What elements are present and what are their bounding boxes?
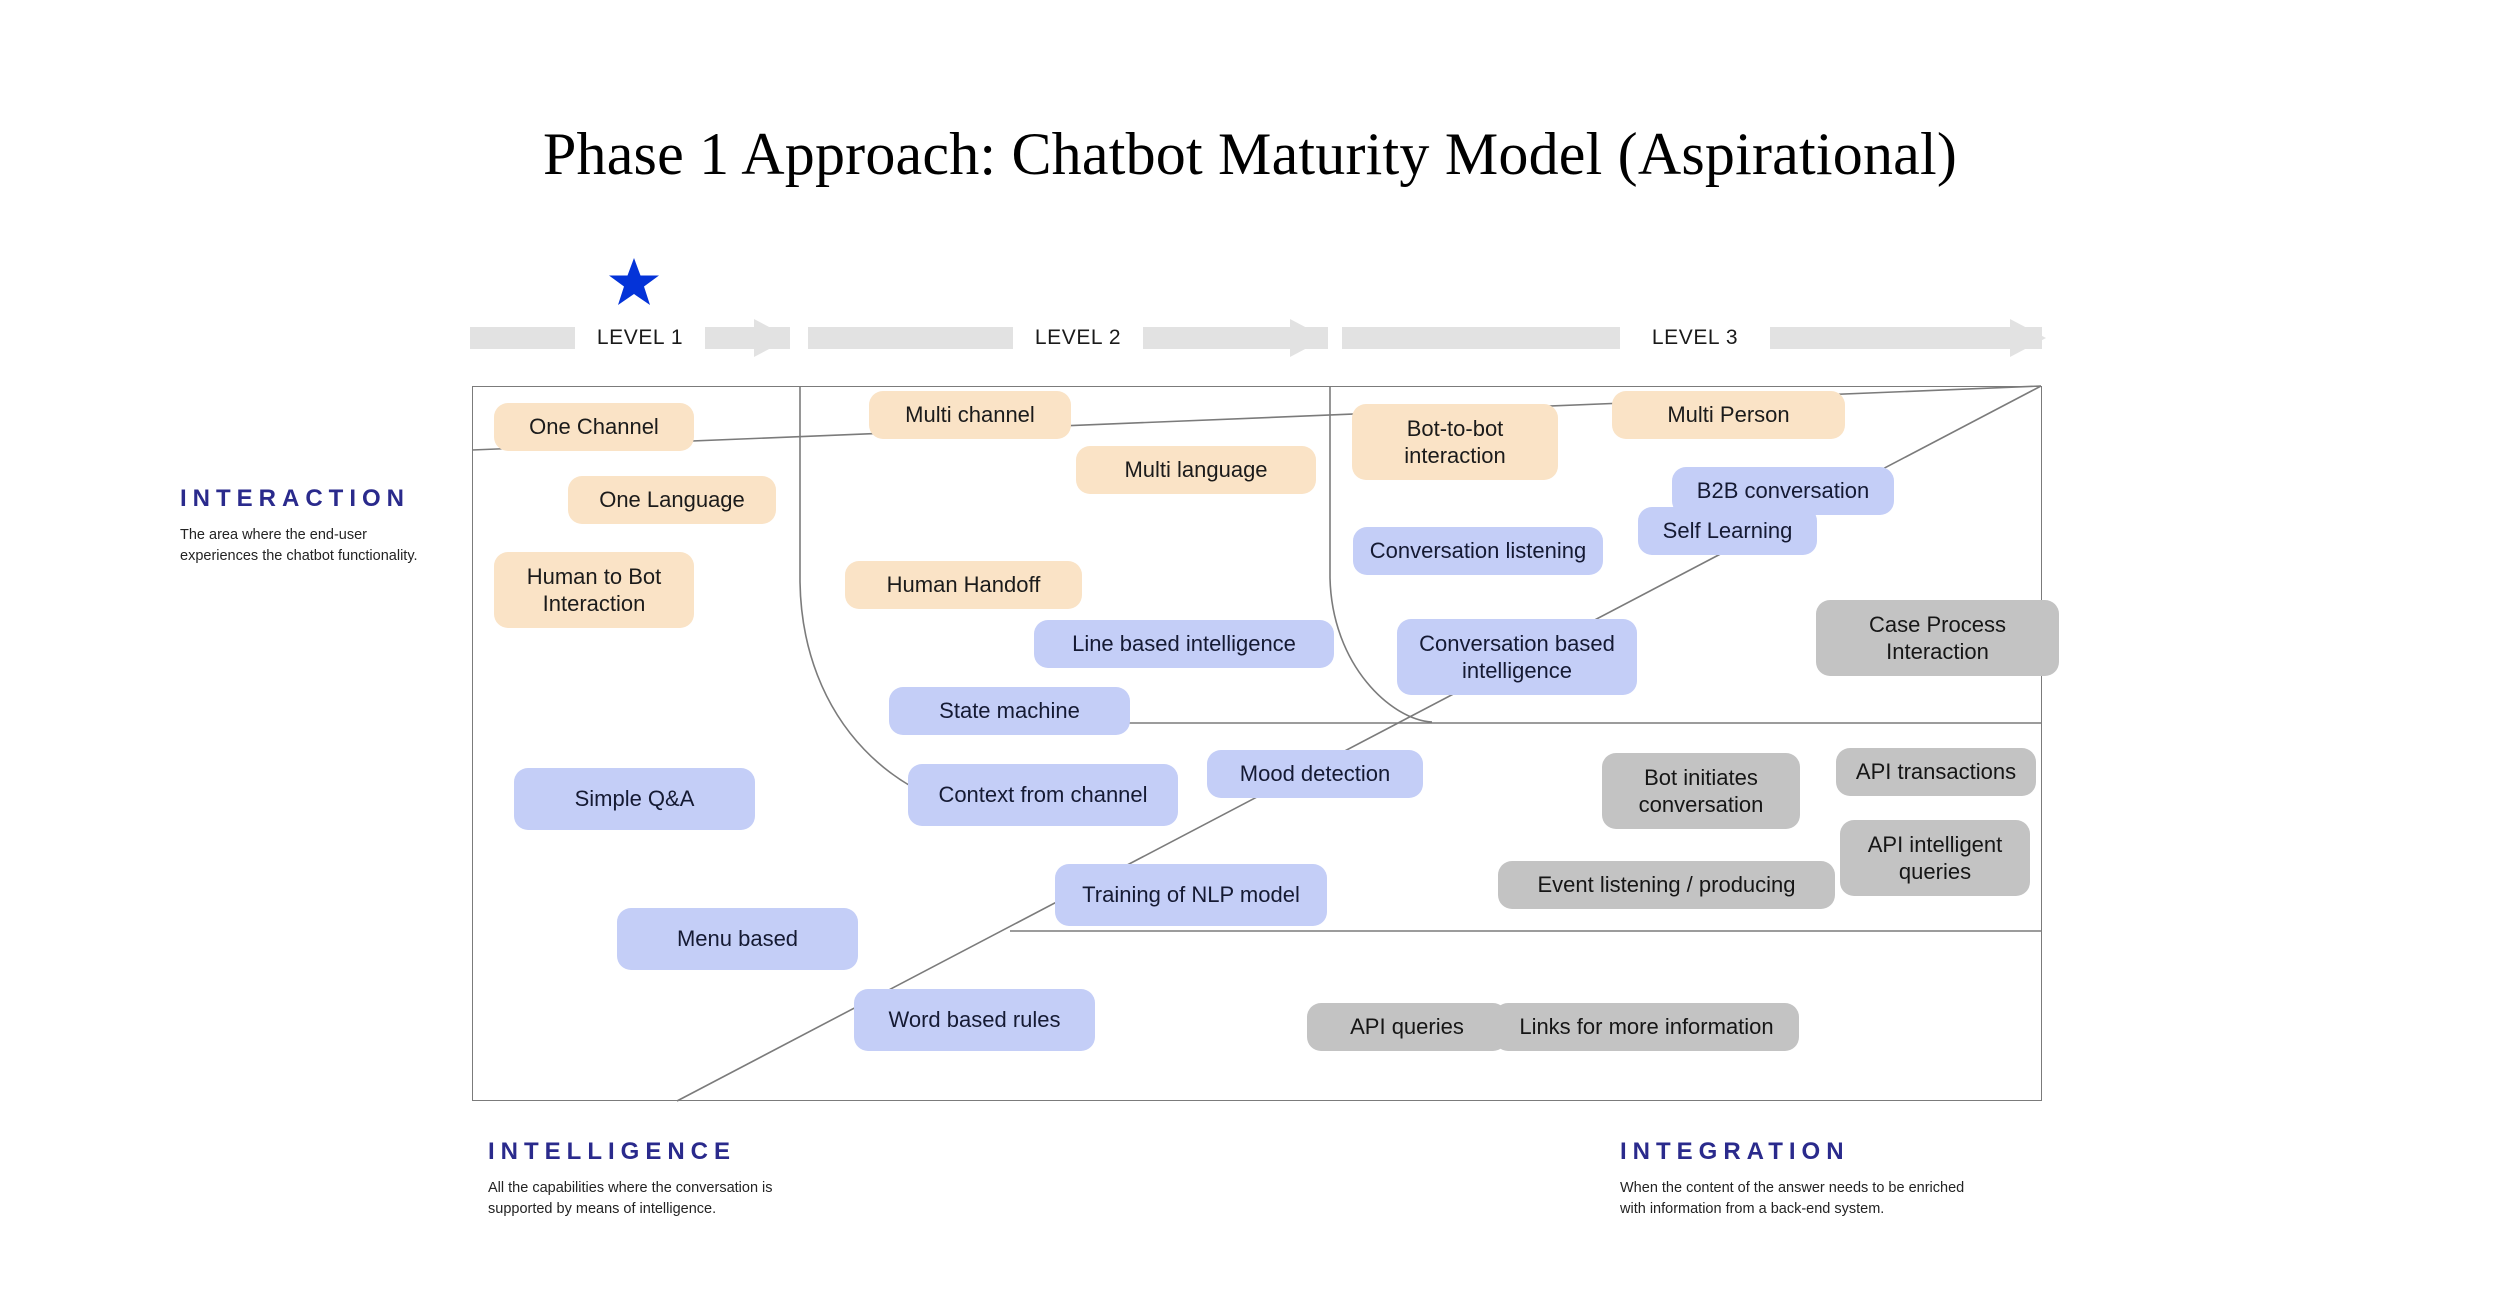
capability-pill[interactable]: Bot initiates conversation bbox=[1602, 753, 1800, 829]
caption-intelligence: INTELLIGENCE All the capabilities where … bbox=[488, 1138, 908, 1219]
capability-pill[interactable]: Human to Bot Interaction bbox=[494, 552, 694, 628]
capability-pill[interactable]: Human Handoff bbox=[845, 561, 1082, 609]
capability-pill[interactable]: Training of NLP model bbox=[1055, 864, 1327, 926]
capability-pill[interactable]: API queries bbox=[1307, 1003, 1507, 1051]
page-title: Phase 1 Approach: Chatbot Maturity Model… bbox=[542, 121, 1958, 187]
capability-pill[interactable]: Word based rules bbox=[854, 989, 1095, 1051]
caption-intelligence-title: INTELLIGENCE bbox=[488, 1138, 737, 1165]
level-3-band-tail bbox=[1742, 327, 2042, 349]
capability-pill[interactable]: Event listening / producing bbox=[1498, 861, 1835, 909]
level-2-label: LEVEL 2 bbox=[1013, 326, 1143, 350]
level-2-arrowhead bbox=[1290, 319, 1326, 357]
capability-pill[interactable]: One Language bbox=[568, 476, 776, 524]
capability-pill[interactable]: Line based intelligence bbox=[1034, 620, 1334, 668]
capability-pill[interactable]: Mood detection bbox=[1207, 750, 1423, 798]
capability-pill[interactable]: Conversation listening bbox=[1353, 527, 1603, 575]
capability-pill[interactable]: Links for more information bbox=[1494, 1003, 1799, 1051]
caption-interaction-title: INTERACTION bbox=[180, 485, 410, 512]
caption-integration-desc: When the content of the answer needs to … bbox=[1620, 1180, 1965, 1217]
caption-integration-title: INTEGRATION bbox=[1620, 1138, 1850, 1165]
level-3-label: LEVEL 3 bbox=[1620, 326, 1770, 350]
capability-pill[interactable]: Multi Person bbox=[1612, 391, 1845, 439]
level-1-arrowhead bbox=[754, 319, 790, 357]
capability-pill[interactable]: Multi language bbox=[1076, 446, 1316, 494]
capability-pill[interactable]: Case Process Interaction bbox=[1816, 600, 2059, 676]
capability-pill[interactable]: Simple Q&A bbox=[514, 768, 755, 830]
capability-pill[interactable]: API intelligent queries bbox=[1840, 820, 2030, 896]
capability-pill[interactable]: Menu based bbox=[617, 908, 858, 970]
capability-pill[interactable]: State machine bbox=[889, 687, 1130, 735]
caption-intelligence-desc: All the capabilities where the conversat… bbox=[488, 1180, 773, 1217]
capability-pill[interactable]: Self Learning bbox=[1638, 507, 1817, 555]
level-3-band bbox=[1342, 327, 1642, 349]
capability-pill[interactable]: Conversation based intelligence bbox=[1397, 619, 1637, 695]
capability-pill[interactable]: Bot-to-bot interaction bbox=[1352, 404, 1558, 480]
capability-pill[interactable]: API transactions bbox=[1836, 748, 2036, 796]
caption-integration: INTEGRATION When the content of the answ… bbox=[1620, 1138, 2100, 1219]
caption-interaction-desc: The area where the end-user experiences … bbox=[180, 527, 418, 564]
level-1-label: LEVEL 1 bbox=[575, 326, 705, 350]
level-3-arrowhead bbox=[2010, 319, 2046, 357]
capability-pill[interactable]: Multi channel bbox=[869, 391, 1071, 439]
capability-pill[interactable]: Context from channel bbox=[908, 764, 1178, 826]
maturity-level-axis: LEVEL 1 LEVEL 2 LEVEL 3 bbox=[0, 310, 2500, 366]
star-icon bbox=[608, 256, 660, 308]
capability-pill[interactable]: One Channel bbox=[494, 403, 694, 451]
caption-interaction: INTERACTION The area where the end-user … bbox=[180, 485, 460, 566]
